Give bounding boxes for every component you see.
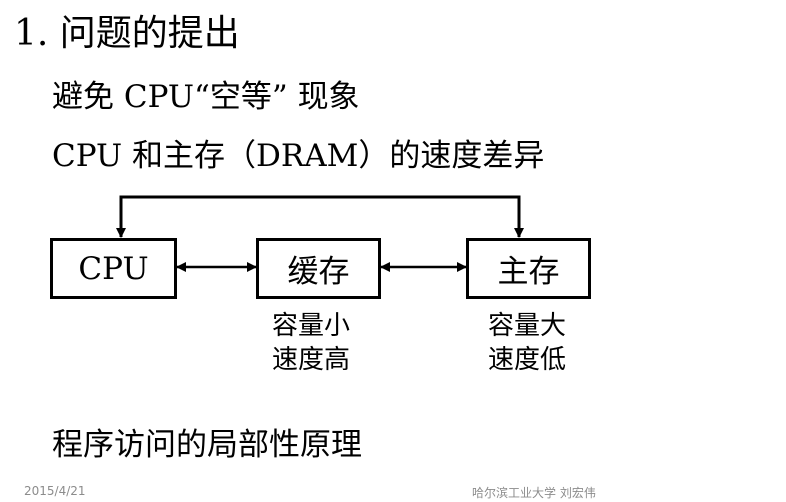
main-memory-box: 主存 — [466, 238, 591, 299]
cpu-label: CPU — [78, 250, 149, 287]
main-memory-caption: 容量大 速度低 — [488, 309, 566, 377]
cache-label: 缓存 — [287, 254, 350, 290]
cache-speed: 速度高 — [272, 345, 351, 375]
slide-title: 1. 问题的提出 — [14, 13, 240, 54]
footer-date: 2015/4/21 — [24, 484, 86, 498]
cache-caption: 容量小 速度高 — [272, 309, 350, 377]
main-memory-speed: 速度低 — [488, 345, 567, 375]
cpu-box: CPU — [50, 238, 177, 299]
point-speed-difference: CPU 和主存（DRAM）的速度差异 — [52, 138, 545, 174]
cache-capacity: 容量小 — [272, 311, 351, 341]
point-locality-principle: 程序访问的局部性原理 — [52, 427, 362, 463]
main-memory-label: 主存 — [497, 254, 560, 290]
point-avoid-cpu-idle: 避免 CPU“空等” 现象 — [52, 79, 360, 115]
main-memory-capacity: 容量大 — [488, 311, 567, 341]
footer-author: 哈尔滨工业大学 刘宏伟 — [472, 486, 596, 500]
cpu-main-memory-arrow — [116, 195, 524, 238]
cache-box: 缓存 — [256, 238, 381, 299]
